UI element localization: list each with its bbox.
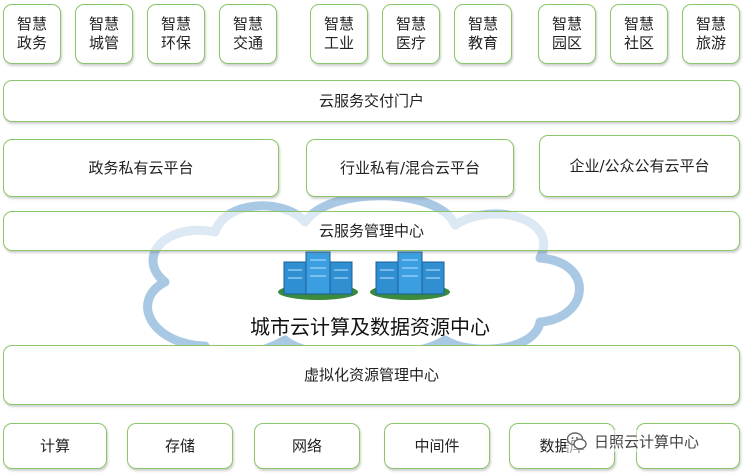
management-label: 云服务管理中心 — [318, 222, 424, 240]
resource-label: 中间件 — [414, 437, 460, 455]
watermark: 日照云计算中心 — [566, 430, 736, 452]
resource-middleware: 中间件 — [384, 423, 490, 469]
app-tile-traffic: 智慧 交通 — [219, 4, 277, 64]
resource-compute: 计算 — [3, 423, 107, 469]
app-tile-park: 智慧 园区 — [538, 4, 596, 64]
app-tile-label: 智慧 政务 — [16, 15, 47, 52]
resource-label: 存储 — [164, 437, 195, 455]
public-cloud-label: 企业/公众公有云平台 — [569, 157, 710, 175]
app-tile-label: 智慧 园区 — [551, 15, 582, 52]
watermark-text: 日照云计算中心 — [594, 432, 700, 451]
app-tile-tourism: 智慧 旅游 — [682, 4, 740, 64]
resource-network: 网络 — [254, 423, 360, 469]
app-tile-label: 智慧 旅游 — [695, 15, 726, 52]
resource-label: 计算 — [39, 437, 70, 455]
gov-private-cloud: 政务私有云平台 — [3, 139, 279, 197]
datacenter-title: 城市云计算及数据资源中心 — [250, 315, 490, 339]
virtualization-label: 虚拟化资源管理中心 — [303, 366, 439, 384]
app-tile-label: 智慧 交通 — [232, 15, 263, 52]
portal-label: 云服务交付门户 — [318, 92, 424, 110]
management-layer: 云服务管理中心 — [3, 211, 740, 251]
app-tile-medical: 智慧 医疗 — [382, 4, 440, 64]
wechat-icon — [566, 432, 587, 450]
industry-hybrid-cloud: 行业私有/混合云平台 — [306, 139, 514, 197]
resource-storage: 存储 — [127, 423, 233, 469]
app-tile-env: 智慧 环保 — [147, 4, 205, 64]
app-tile-industry: 智慧 工业 — [310, 4, 368, 64]
industry-hybrid-cloud-label: 行业私有/混合云平台 — [339, 159, 481, 177]
app-tile-label: 智慧 医疗 — [395, 15, 426, 52]
gov-private-cloud-label: 政务私有云平台 — [88, 159, 194, 177]
app-tile-label: 智慧 环保 — [160, 15, 191, 52]
public-cloud: 企业/公众公有云平台 — [539, 135, 740, 197]
server-cluster-icon — [370, 251, 450, 300]
app-tile-label: 智慧 城管 — [88, 15, 119, 52]
virtualization-layer: 虚拟化资源管理中心 — [3, 345, 740, 405]
app-tile-label: 智慧 社区 — [623, 15, 654, 52]
server-cluster-icon — [278, 251, 358, 300]
app-tile-urban: 智慧 城管 — [75, 4, 133, 64]
app-tile-education: 智慧 教育 — [454, 4, 512, 64]
resource-label: 网络 — [291, 437, 322, 455]
app-tile-gov: 智慧 政务 — [3, 4, 61, 64]
app-tile-label: 智慧 教育 — [467, 15, 498, 52]
app-tile-label: 智慧 工业 — [323, 15, 354, 52]
app-tile-community: 智慧 社区 — [610, 4, 668, 64]
portal-layer: 云服务交付门户 — [3, 80, 740, 122]
